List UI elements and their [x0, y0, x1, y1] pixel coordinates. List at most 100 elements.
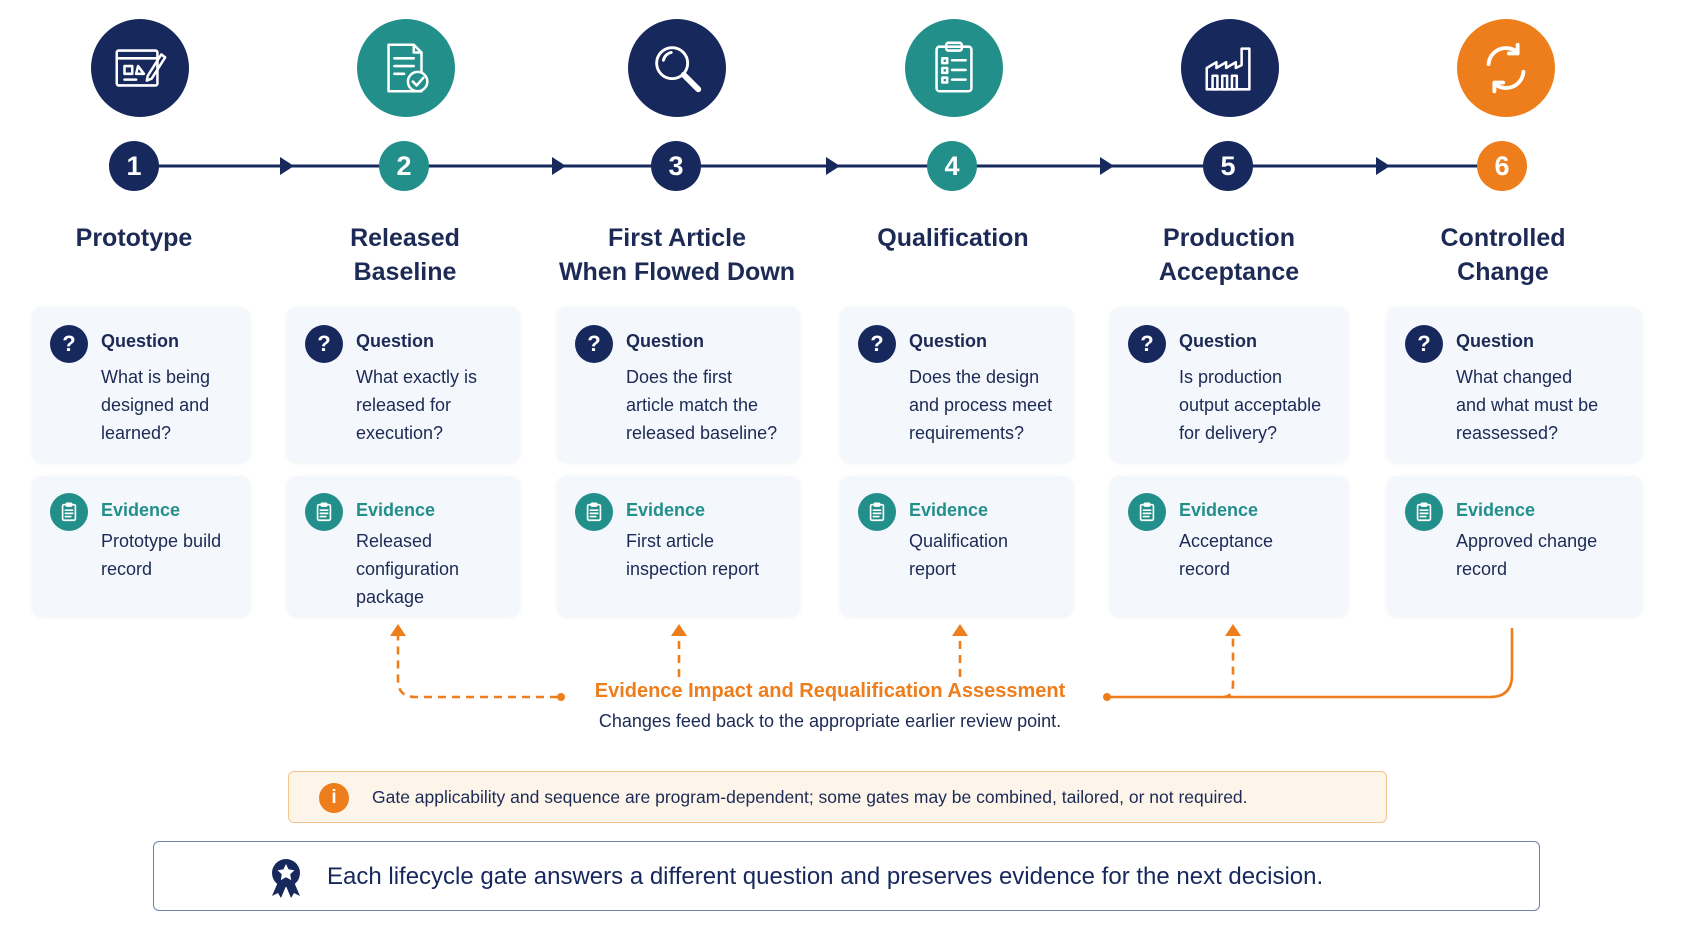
stage-6-title-line1: Controlled	[1440, 224, 1566, 252]
stage-1-title: Prototype	[0, 221, 284, 255]
stage-5-number: 5	[1203, 141, 1253, 191]
question-label: Question	[1456, 331, 1535, 351]
feedback-dashed-to-stage-5	[1222, 636, 1235, 699]
stage-4-evidence-card: Evidence Qualification report	[840, 476, 1073, 616]
stage-1-number: 1	[109, 141, 159, 191]
stage-2-question-card: ? Question What exactly is released for …	[287, 307, 520, 462]
evidence-text: Released configuration package	[356, 527, 512, 611]
evidence-clipboard-icon	[575, 493, 613, 531]
evidence-line: Approved change	[1456, 531, 1598, 551]
blueprint-icon	[115, 49, 167, 87]
summary-banner: Each lifecycle gate answers a different …	[153, 841, 1540, 911]
stage-3-evidence-card: Evidence First article inspection report	[557, 476, 800, 616]
info-icon: i	[319, 783, 349, 813]
magnifier-icon	[655, 46, 702, 93]
evidence-label: Evidence	[1456, 500, 1536, 520]
question-text: What changed and what must be reassessed…	[1456, 363, 1634, 447]
question-text: Does the design and process meet require…	[909, 363, 1065, 447]
question-line: Does the first	[626, 367, 733, 387]
stage-1-question-card: ? Question What is being designed and le…	[32, 307, 250, 462]
stage-6-evidence-card: Evidence Approved change record	[1387, 476, 1642, 616]
evidence-clipboard-icon	[1128, 493, 1166, 531]
question-label: Question	[356, 331, 435, 351]
question-line: and process meet	[909, 395, 1053, 415]
question-text: What is being designed and learned?	[101, 363, 242, 447]
evidence-text: Approved change record	[1456, 527, 1634, 583]
cycle-arrows-icon	[1486, 42, 1526, 94]
timeline-connector	[158, 157, 1478, 175]
applicability-note: i Gate applicability and sequence are pr…	[288, 771, 1387, 823]
stage-5-icon-circle	[1181, 19, 1279, 117]
feedback-subtitle: Changes feed back to the appropriate ear…	[598, 711, 1062, 731]
question-line: reassessed?	[1456, 423, 1559, 443]
evidence-line: Prototype build	[101, 531, 222, 551]
stage-4-question-card: ? Question Does the design and process m…	[840, 307, 1073, 462]
question-line: What exactly is	[356, 367, 478, 387]
evidence-text: Acceptance record	[1179, 527, 1340, 583]
stage-2-evidence-card: Evidence Released configuration package	[287, 476, 520, 616]
question-line: article match the	[626, 395, 759, 415]
stage-3-question-card: ? Question Does the first article match …	[557, 307, 800, 462]
stage-5-title-line1: Production	[1163, 224, 1295, 252]
applicability-note-text: Gate applicability and sequence are prog…	[372, 787, 1248, 807]
question-icon: ?	[858, 325, 896, 363]
feedback-solid-from-stage-6	[1107, 628, 1514, 699]
evidence-line: record	[1179, 559, 1231, 579]
evidence-line: Acceptance	[1179, 531, 1274, 551]
question-line: designed and	[101, 395, 210, 415]
evidence-label: Evidence	[1179, 500, 1259, 520]
question-line: released baseline?	[626, 423, 778, 443]
stage-4-title-line1: Qualification	[877, 224, 1029, 252]
stage-3-number: 3	[651, 141, 701, 191]
stage-6-question-card: ? Question What changed and what must be…	[1387, 307, 1642, 462]
evidence-label: Evidence	[626, 500, 706, 520]
stage-3-title-line2: When Flowed Down	[558, 258, 796, 286]
evidence-text: Prototype build record	[101, 527, 242, 583]
evidence-line: package	[356, 587, 425, 607]
evidence-line: configuration	[356, 559, 460, 579]
stage-5-title: Production Acceptance	[1079, 221, 1379, 289]
question-icon: ?	[1128, 325, 1166, 363]
question-text: Is production output acceptable for deli…	[1179, 363, 1340, 447]
stage-3-title: First Article When Flowed Down	[527, 221, 827, 289]
evidence-clipboard-icon	[858, 493, 896, 531]
stage-6-title: Controlled Change	[1353, 221, 1653, 289]
evidence-text: Qualification report	[909, 527, 1065, 583]
stage-2-title: Released Baseline	[255, 221, 555, 289]
evidence-line: First article	[626, 531, 715, 551]
feedback-arrows	[390, 624, 1514, 701]
stage-5-evidence-card: Evidence Acceptance record	[1110, 476, 1348, 616]
evidence-clipboard-icon	[1405, 493, 1443, 531]
evidence-label: Evidence	[101, 500, 181, 520]
evidence-clipboard-icon	[50, 493, 88, 531]
stage-6-icon-circle	[1457, 19, 1555, 117]
evidence-line: Released	[356, 531, 433, 551]
feedback-dashed-to-stage-2	[396, 636, 558, 699]
question-text: What exactly is released for execution?	[356, 363, 512, 447]
summary-text: Each lifecycle gate answers a different …	[327, 863, 1324, 890]
evidence-line: Qualification	[909, 531, 1009, 551]
stage-2-icon-circle	[357, 19, 455, 117]
evidence-line: record	[1456, 559, 1508, 579]
stage-1-evidence-card: Evidence Prototype build record	[32, 476, 250, 616]
stage-4-number: 4	[927, 141, 977, 191]
question-line: Does the design	[909, 367, 1040, 387]
question-text: Does the first article match the release…	[626, 363, 792, 447]
question-line: for delivery?	[1179, 423, 1278, 443]
evidence-label: Evidence	[909, 500, 989, 520]
evidence-label: Evidence	[356, 500, 436, 520]
stage-5-title-line2: Acceptance	[1158, 258, 1300, 286]
stage-6-number: 6	[1477, 141, 1527, 191]
question-icon: ?	[305, 325, 343, 363]
evidence-line: inspection report	[626, 559, 760, 579]
evidence-line: record	[101, 559, 153, 579]
stage-3-title-line1: First Article	[607, 224, 746, 252]
stage-6-title-line2: Change	[1457, 258, 1549, 286]
stage-1-title-line1: Prototype	[75, 224, 193, 252]
question-line: What changed	[1456, 367, 1573, 387]
award-ribbon-icon	[272, 859, 300, 898]
question-line: learned?	[101, 423, 172, 443]
evidence-clipboard-icon	[305, 493, 343, 531]
stage-2-title-line2: Baseline	[353, 258, 457, 286]
stage-2-number: 2	[379, 141, 429, 191]
